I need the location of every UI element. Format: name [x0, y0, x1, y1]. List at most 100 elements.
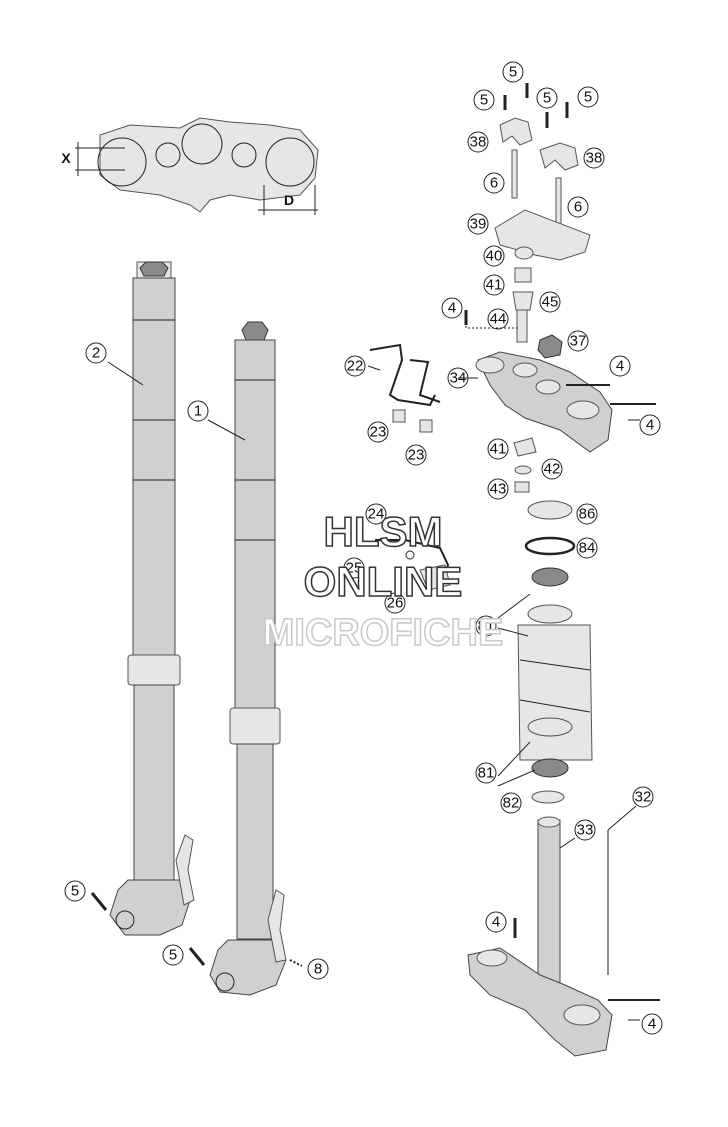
svg-text:39: 39	[470, 216, 487, 233]
lower-bearing-parts	[527, 717, 573, 804]
leader-lines	[107, 361, 640, 1021]
callouts: 5 5 5 5 38 38 6 6 39 40 41 45 4 44 37 22…	[64, 61, 663, 1035]
callout-81: 81	[475, 615, 497, 637]
svg-text:4: 4	[616, 358, 624, 375]
callout-40: 40	[483, 245, 505, 267]
callout-25: 25	[343, 557, 365, 579]
callout-33: 33	[574, 819, 596, 841]
svg-text:22: 22	[347, 358, 364, 375]
svg-text:43: 43	[490, 481, 507, 498]
svg-text:24: 24	[368, 506, 385, 523]
steering-head-bearing-parts	[513, 437, 576, 624]
svg-text:42: 42	[544, 461, 561, 478]
callout-5: 5	[64, 880, 86, 902]
lower-triple-clamp	[467, 816, 660, 1057]
svg-text:81: 81	[478, 765, 495, 782]
svg-text:4: 4	[492, 914, 500, 931]
callout-42: 42	[541, 458, 563, 480]
dimension-x-label: X	[61, 150, 71, 166]
svg-text:5: 5	[71, 883, 79, 900]
fork-clamp-bolts	[90, 892, 303, 967]
callout-32: 32	[632, 786, 654, 808]
watermark: HLSM ONLINE MICROFICHE	[262, 507, 504, 655]
callout-5: 5	[536, 87, 558, 109]
callout-43: 43	[487, 478, 509, 500]
svg-text:5: 5	[509, 64, 517, 81]
triple-clamp-dimension-sketch: X D	[61, 117, 319, 215]
svg-text:40: 40	[486, 248, 503, 265]
svg-text:4: 4	[646, 417, 654, 434]
svg-text:5: 5	[169, 947, 177, 964]
callout-6: 6	[567, 196, 589, 218]
callout-45: 45	[539, 291, 561, 313]
callout-23: 23	[367, 421, 389, 443]
frame-head-tube	[517, 624, 593, 761]
svg-text:5: 5	[480, 92, 488, 109]
callout-84: 84	[576, 537, 598, 559]
svg-text:6: 6	[574, 199, 582, 216]
callout-5: 5	[502, 61, 524, 83]
svg-text:41: 41	[490, 441, 507, 458]
callout-4: 4	[609, 355, 631, 377]
callout-4: 4	[641, 1013, 663, 1035]
svg-text:33: 33	[577, 822, 594, 839]
svg-text:4: 4	[648, 1016, 656, 1033]
svg-text:1: 1	[194, 403, 202, 420]
svg-text:38: 38	[470, 134, 487, 151]
callout-5: 5	[162, 944, 184, 966]
svg-text:4: 4	[448, 300, 456, 317]
callout-4: 4	[485, 911, 507, 933]
svg-text:26: 26	[387, 595, 404, 612]
svg-text:32: 32	[635, 789, 652, 806]
callout-6: 6	[483, 172, 505, 194]
callout-22: 22	[344, 355, 366, 377]
svg-text:86: 86	[579, 506, 596, 523]
svg-text:37: 37	[570, 333, 587, 350]
svg-text:2: 2	[92, 345, 100, 362]
svg-text:82: 82	[503, 795, 520, 812]
upper-triple-clamp	[475, 351, 656, 453]
callout-23: 23	[405, 444, 427, 466]
callout-44: 44	[487, 308, 509, 330]
svg-text:41: 41	[486, 277, 503, 294]
svg-text:5: 5	[543, 90, 551, 107]
callout-38: 38	[583, 147, 605, 169]
brake-line-holder-parts	[375, 539, 451, 591]
handlebar-clamp-assembly	[464, 83, 591, 359]
svg-text:5: 5	[584, 89, 592, 106]
svg-text:23: 23	[370, 424, 387, 441]
cable-guide-parts	[369, 343, 441, 433]
callout-5: 5	[577, 86, 599, 108]
callout-39: 39	[467, 213, 489, 235]
svg-text:34: 34	[450, 370, 467, 387]
callout-5: 5	[473, 89, 495, 111]
callout-2: 2	[85, 342, 107, 364]
callout-41: 41	[483, 274, 505, 296]
fork-leg-left	[109, 261, 195, 936]
svg-text:38: 38	[586, 150, 603, 167]
svg-text:84: 84	[579, 540, 596, 557]
svg-text:25: 25	[346, 560, 363, 577]
callout-4: 4	[441, 297, 463, 319]
callout-24: 24	[365, 503, 387, 525]
callout-26: 26	[384, 592, 406, 614]
svg-text:81: 81	[478, 618, 495, 635]
svg-text:8: 8	[314, 961, 322, 978]
callout-86: 86	[576, 503, 598, 525]
callout-82: 82	[500, 792, 522, 814]
callout-8: 8	[307, 958, 329, 980]
callout-81: 81	[475, 762, 497, 784]
watermark-line-3: MICROFICHE	[263, 612, 504, 654]
callout-1: 1	[187, 400, 209, 422]
svg-text:45: 45	[542, 294, 559, 311]
watermark-line-1: HLSM	[324, 508, 443, 555]
callout-37: 37	[567, 330, 589, 352]
callout-4: 4	[639, 414, 661, 436]
dimension-d-label: D	[284, 192, 294, 208]
callout-34: 34	[447, 367, 469, 389]
svg-text:6: 6	[490, 175, 498, 192]
svg-text:44: 44	[490, 311, 507, 328]
callout-38: 38	[467, 131, 489, 153]
